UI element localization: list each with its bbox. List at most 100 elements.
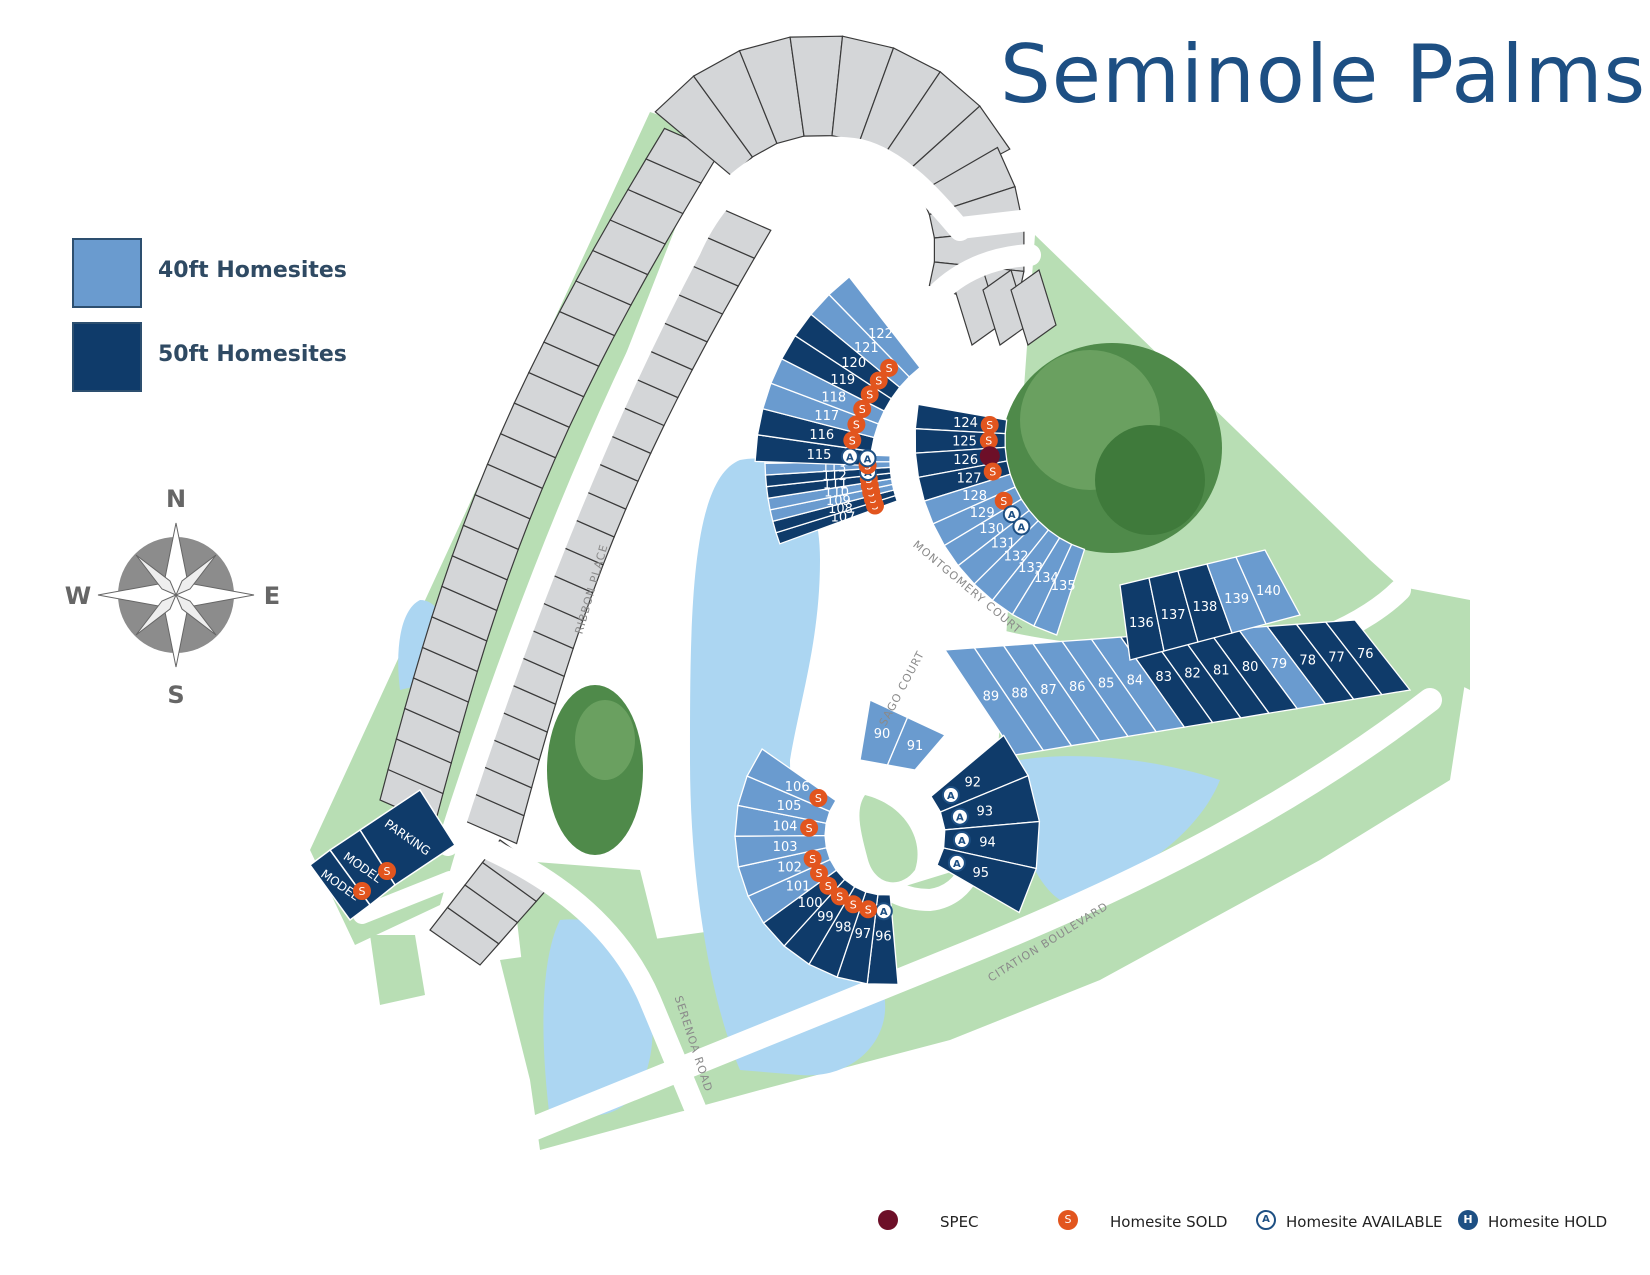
lot-number-93: 93 — [977, 805, 994, 820]
sold-marker-symbol-100: S — [825, 880, 832, 893]
lot-number-127: 127 — [957, 471, 982, 486]
lot-number-124: 124 — [953, 416, 978, 431]
sold-marker-symbol-129: S — [1000, 495, 1007, 508]
legend-hold-label: Homesite HOLD — [1488, 1213, 1608, 1231]
hold-icon: H — [1458, 1210, 1478, 1230]
lot-number-122: 122 — [868, 327, 893, 342]
lot-number-112: 112 — [822, 469, 847, 484]
lot-number-129: 129 — [970, 506, 995, 521]
lot-number-99: 99 — [817, 910, 834, 925]
lot-number-131: 131 — [991, 537, 1016, 552]
legend-50ft-label: 50ft Homesites — [158, 342, 347, 367]
sold-marker-symbol-102: S — [809, 853, 816, 866]
lot-number-86: 86 — [1069, 680, 1086, 695]
lot-number-110: 110 — [824, 486, 849, 501]
compass-n: N — [166, 485, 186, 513]
sold-marker-101 — [810, 864, 828, 883]
cul-de-sac-island — [859, 795, 918, 883]
lot-number-92: 92 — [965, 776, 982, 791]
lot-number-105: 105 — [777, 799, 802, 814]
sold-marker-97 — [859, 900, 878, 919]
available-marker-95 — [947, 853, 966, 872]
compass-rose: N S E W — [65, 485, 280, 709]
compass-w: W — [65, 582, 91, 610]
sold-marker-symbol-116: S — [849, 434, 856, 447]
model-lot-2-sold-marker-symbol: S — [359, 885, 366, 898]
available-marker-symbol-96: A — [880, 907, 888, 918]
page-title: Seminole Palms — [1000, 28, 1647, 121]
sold-marker-symbol-127: S — [989, 466, 996, 479]
available-marker-130 — [1002, 505, 1021, 524]
homesite-lot-122[interactable] — [828, 275, 921, 378]
lot-number-109: 109 — [826, 494, 851, 509]
available-marker-symbol-115: A — [846, 453, 854, 464]
lot-number-77: 77 — [1328, 650, 1345, 665]
available-icon: A — [1256, 1210, 1276, 1230]
sold-marker-symbol-101: S — [816, 867, 823, 880]
homesite-lot-91[interactable] — [886, 716, 947, 771]
lot-number-140: 140 — [1256, 584, 1281, 599]
lot-number-139: 139 — [1224, 592, 1249, 607]
sold-marker-symbol-106: S — [815, 792, 822, 805]
lot-number-83: 83 — [1155, 670, 1172, 685]
sold-marker-symbol-104: S — [806, 822, 813, 835]
lot-number-128: 128 — [962, 489, 987, 504]
sold-marker-106 — [809, 789, 828, 807]
compass-e: E — [264, 582, 280, 610]
lot-number-85: 85 — [1098, 677, 1115, 692]
sold-marker-symbol-120: S — [875, 375, 882, 388]
lot-number-98: 98 — [835, 920, 852, 935]
legend-available-label: Homesite AVAILABLE — [1286, 1213, 1443, 1231]
lot-number-94: 94 — [979, 836, 996, 851]
homesite-lot-135[interactable] — [1033, 543, 1086, 636]
sold-marker-119 — [860, 385, 879, 404]
homesite-lot-89[interactable] — [943, 647, 1045, 756]
lot-number-90: 90 — [874, 727, 891, 742]
status-markers: AAAAASSSSSSSSSSSSSASAASSSSSSSSSSAA — [800, 358, 1031, 921]
available-marker-symbol-93: A — [956, 813, 964, 824]
sold-marker-symbol-124: S — [986, 419, 993, 432]
sold-marker-100 — [819, 876, 838, 895]
sold-marker-124 — [980, 416, 999, 434]
lot-number-78: 78 — [1299, 654, 1316, 669]
sold-marker-117 — [847, 415, 866, 434]
lot-number-89: 89 — [983, 690, 1000, 705]
lot-number-134: 134 — [1034, 571, 1059, 586]
lot-number-132: 132 — [1004, 550, 1029, 565]
sold-marker-121 — [880, 358, 899, 377]
lot-number-97: 97 — [855, 927, 872, 942]
legend-spec-label: SPEC — [940, 1213, 979, 1231]
sold-marker-symbol-119: S — [866, 388, 873, 401]
homesite-lot-140[interactable] — [1235, 549, 1301, 625]
legend-sold-label: Homesite SOLD — [1110, 1213, 1228, 1231]
lot-number-130: 130 — [979, 522, 1004, 537]
available-marker-symbol-130: A — [1008, 510, 1016, 521]
lot-number-133: 133 — [1018, 561, 1043, 576]
sold-marker-symbol-99: S — [836, 890, 843, 903]
available-marker-symbol-114: A — [864, 454, 872, 465]
lot-number-115: 115 — [807, 448, 832, 463]
lot-number-119: 119 — [830, 373, 855, 388]
legend-50ft-swatch — [72, 322, 142, 392]
available-marker-131 — [1012, 517, 1031, 536]
lot-number-138: 138 — [1192, 600, 1217, 615]
legend-40ft: 40ft Homesites — [72, 238, 392, 310]
lot-number-103: 103 — [773, 840, 798, 855]
model-lot-2[interactable] — [308, 848, 372, 922]
lot-number-95: 95 — [973, 866, 990, 881]
sold-marker-118 — [853, 400, 872, 418]
lot-number-88: 88 — [1011, 686, 1028, 701]
sold-marker-symbol-98: S — [850, 898, 857, 911]
undeveloped-lot — [1010, 269, 1057, 346]
lot-number-121: 121 — [854, 341, 879, 356]
lot-number-137: 137 — [1161, 608, 1186, 623]
sold-marker-symbol-117: S — [853, 418, 860, 431]
lot-number-80: 80 — [1242, 660, 1259, 675]
sold-marker-symbol-125: S — [985, 435, 992, 448]
sold-marker-symbol-118: S — [859, 403, 866, 416]
sold-marker-104 — [800, 818, 819, 837]
spec-icon — [878, 1210, 898, 1230]
lot-number-101: 101 — [786, 879, 811, 894]
lot-number-125: 125 — [952, 435, 977, 450]
